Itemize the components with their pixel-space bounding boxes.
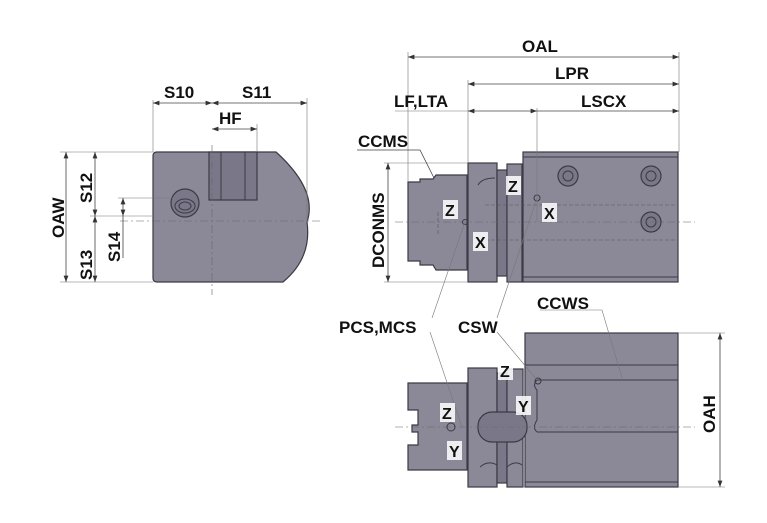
lf-lta-label: LF,LTA — [394, 92, 448, 111]
s12-label: S12 — [77, 173, 96, 203]
y-axis-label: Y — [518, 399, 529, 416]
lpr-label: LPR — [555, 64, 589, 83]
s13-label: S13 — [77, 250, 96, 280]
side-body — [152, 151, 310, 283]
oal-label: OAL — [522, 37, 558, 56]
top-view: PCS,MCS CSW CCWS OAH Z Y Z Y — [339, 197, 725, 488]
z-axis-label: Z — [500, 364, 510, 381]
top-main-body — [524, 332, 679, 488]
pcs-mcs-label: PCS,MCS — [339, 318, 416, 337]
front-view: OAL LPR LF,LTA LSCX CCMS DCONMS Z X Z X — [357, 37, 695, 283]
z-axis-label: Z — [508, 179, 518, 196]
screw-icon — [640, 165, 662, 187]
side-view: S10 S11 HF OAW S12 S13 S14 — [49, 83, 320, 295]
oah-label: OAH — [700, 395, 719, 433]
hf-label: HF — [219, 109, 242, 128]
side-slot — [208, 151, 258, 201]
z-axis-label: Z — [445, 203, 455, 220]
z-axis-label: Z — [442, 406, 452, 423]
front-shank — [407, 174, 468, 271]
side-hole-icon — [170, 188, 200, 218]
s11-label: S11 — [242, 83, 271, 102]
screw-icon — [557, 165, 579, 187]
oaw-label: OAW — [49, 196, 68, 238]
s14-label: S14 — [105, 231, 124, 262]
x-axis-label: X — [544, 206, 555, 223]
y-axis-label: Y — [449, 444, 460, 461]
dconms-label: DCONMS — [369, 192, 388, 268]
x-axis-label: X — [475, 235, 486, 252]
csw-label: CSW — [458, 318, 499, 337]
ccws-label: CCWS — [537, 294, 589, 313]
s10-label: S10 — [164, 83, 194, 102]
ccms-label: CCMS — [358, 132, 408, 151]
lscx-label: LSCX — [581, 92, 627, 111]
